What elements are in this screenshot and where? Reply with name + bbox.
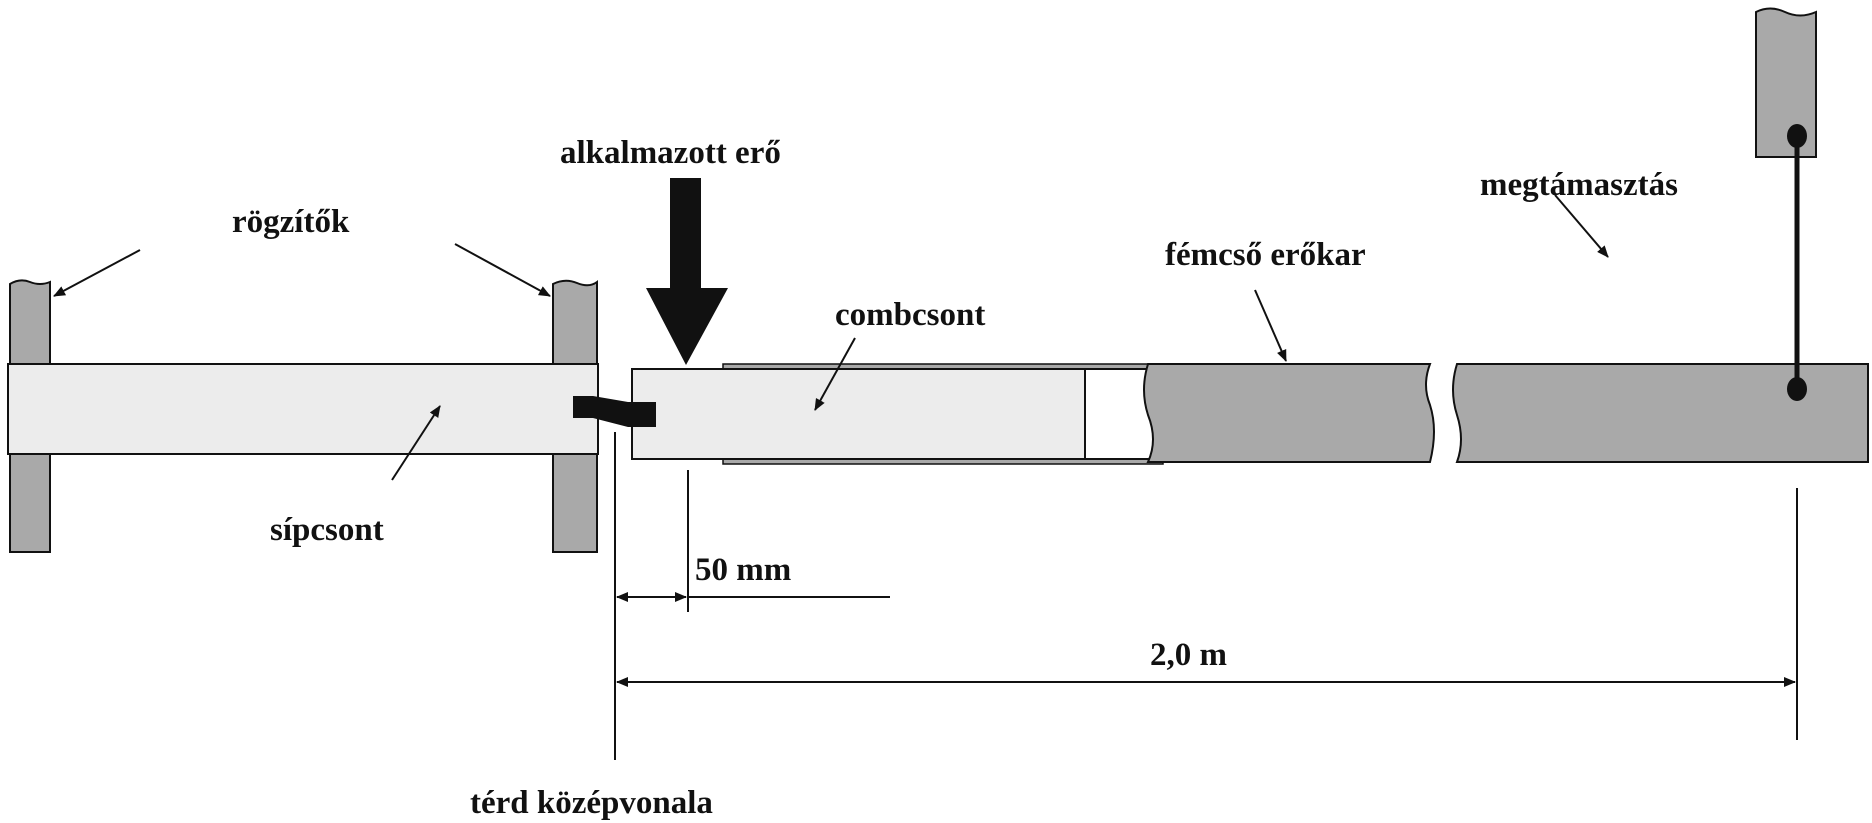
lever-arm-label: fémcső erőkar [1165,237,1366,273]
applied-force-arrow [646,178,728,365]
support-pin-top [1787,124,1807,148]
lever-leader [1254,289,1287,362]
knee-joint [573,396,656,427]
tibia-label: sípcsont [270,512,384,548]
knee-centerline-label: térd középvonala [470,785,713,821]
lever-length-dimension-label: 2,0 m [1150,637,1227,673]
femur-bone [631,368,1086,460]
clamps-label: rögzítők [232,204,350,240]
femur-leader [814,337,856,411]
lever-arm-segment-1 [1143,363,1435,463]
clamp-leader-right [454,243,551,297]
femur-label: combcsont [835,297,985,333]
support-pin-bottom [1787,377,1807,401]
support-leader [1554,194,1609,258]
lever-arm-segment-2 [1452,363,1869,463]
clamp-leader-left [53,249,141,297]
applied-force-label: alkalmazott erő [560,135,781,171]
tibia-bone [7,363,599,455]
tibia-leader [391,405,441,481]
support-label: megtámasztás [1480,167,1678,203]
support-block [1755,7,1817,158]
force-offset-dimension-label: 50 mm [695,552,791,588]
